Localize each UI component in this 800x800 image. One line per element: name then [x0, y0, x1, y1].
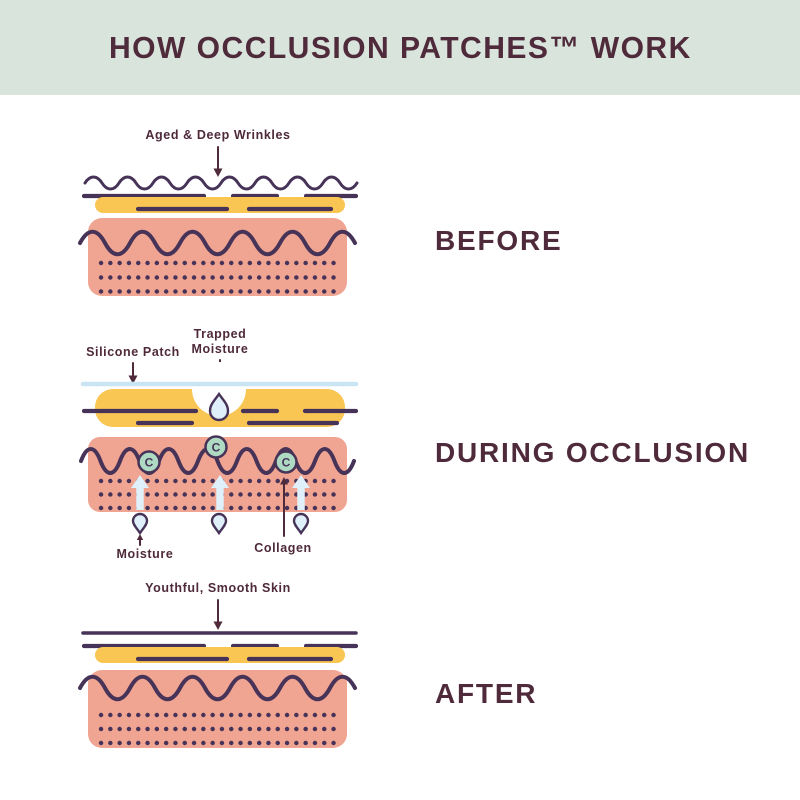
dermis-layer [88, 218, 347, 296]
svg-text:C: C [282, 456, 291, 470]
up-arrow-icon [136, 534, 144, 546]
panel-during: Silicone Patch Trapped Moisture [79, 327, 750, 561]
collagen-pointer-arrow [280, 477, 288, 537]
silicone-patch-label: Silicone Patch [86, 345, 180, 359]
trapped-moisture-label-line1: Trapped [194, 327, 247, 341]
moisture-droplet-icon [210, 512, 228, 536]
trapped-moisture-droplet-icon [208, 391, 230, 422]
dermis-dots [98, 260, 341, 294]
page-title: HOW OCCLUSION PATCHES™ WORK [108, 29, 692, 65]
wrinkled-skin-line [83, 175, 359, 191]
moisture-droplet-icon [292, 512, 310, 536]
down-arrow-icon [213, 599, 223, 630]
collagen-label: Collagen [254, 541, 312, 555]
collagen-cell-icon: C [204, 435, 228, 459]
aged-wrinkles-label: Aged & Deep Wrinkles [145, 128, 290, 142]
dermis-wave-line [78, 674, 357, 702]
dermis-wave-line [79, 447, 356, 475]
dermis-wave-line [78, 229, 357, 257]
svg-text:C: C [212, 441, 221, 455]
moisture-up-arrow-icon [211, 475, 229, 510]
collagen-cell-icon: C [274, 450, 298, 474]
title-banner: HOW OCCLUSION PATCHES™ WORK [0, 0, 800, 95]
panel-before: Aged & Deep Wrinkles BEFORE [78, 128, 562, 296]
stage-label-after: AFTER [435, 678, 537, 709]
dermis-layer [88, 670, 347, 748]
down-arrow-icon [128, 362, 138, 384]
moisture-label: Moisture [117, 547, 174, 561]
moisture-up-arrow-icon [292, 475, 310, 510]
moisture-pocket [192, 362, 246, 416]
stage-label-before: BEFORE [435, 225, 562, 256]
panel-after: Youthful, Smooth Skin AFTER [78, 581, 537, 748]
dermis-dots [98, 712, 341, 746]
down-arrow-icon [213, 146, 223, 177]
smooth-skin-label: Youthful, Smooth Skin [145, 581, 291, 595]
trapped-moisture-label-line2: Moisture [192, 342, 249, 356]
collagen-cell-icon: C [137, 450, 161, 474]
svg-text:C: C [145, 456, 154, 470]
moisture-droplet-icon [131, 512, 149, 536]
moisture-up-arrow-icon [131, 475, 149, 510]
stage-label-during: DURING OCCLUSION [435, 437, 750, 468]
